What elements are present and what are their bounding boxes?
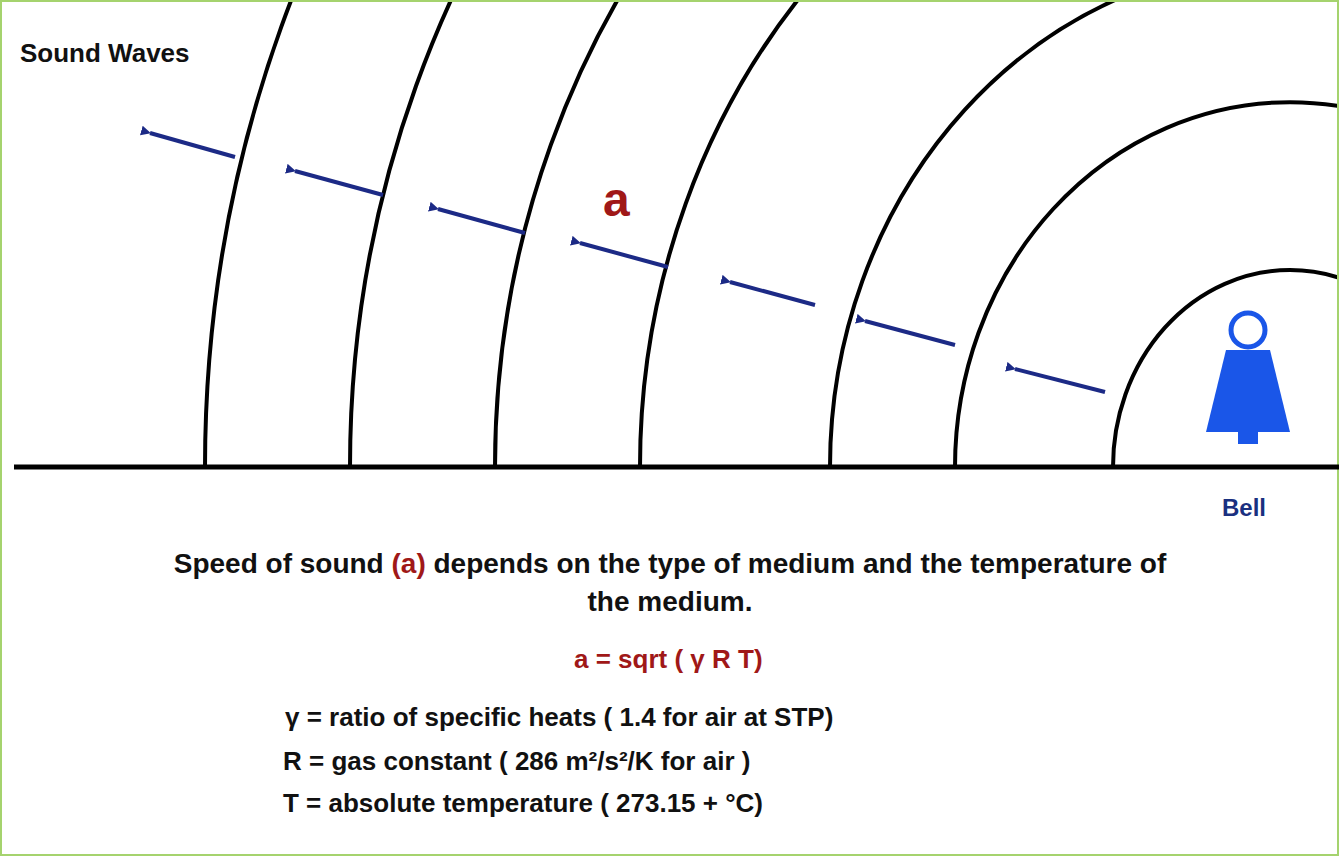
bell-clapper <box>1238 432 1258 444</box>
bell-label: Bell <box>1222 494 1266 522</box>
definition-line: R = gas constant ( 286 m²/s²/K for air ) <box>283 746 750 777</box>
arrow <box>295 171 383 195</box>
formula: a = sqrt ( γ R T) <box>574 644 763 675</box>
wave-arc <box>495 2 1337 467</box>
description-text: depends on the type of medium and the te… <box>434 548 1167 617</box>
definition-line: γ = ratio of specific heats ( 1.4 for ai… <box>285 702 833 733</box>
arrow <box>580 243 668 267</box>
bell-handle <box>1231 313 1265 347</box>
description-text: Speed of sound <box>174 548 384 579</box>
bell-body <box>1206 350 1290 432</box>
propagation-arrows <box>150 133 1105 392</box>
wave-arc <box>1113 270 1337 467</box>
bell-icon <box>1206 313 1290 444</box>
wave-arc <box>830 2 1337 467</box>
wave-arc <box>640 2 1337 467</box>
wave-arc <box>350 2 1337 467</box>
wave-fronts <box>205 2 1337 467</box>
arrow <box>865 321 955 345</box>
wave-arc <box>955 102 1337 467</box>
figure-heading: Sound Waves <box>20 38 190 69</box>
definition-line: T = absolute temperature ( 273.15 + °C) <box>283 788 763 819</box>
symbol-label: a <box>603 172 630 227</box>
ground-line <box>14 465 1339 470</box>
arrow <box>438 209 525 233</box>
arrow <box>1015 369 1105 392</box>
wave-arc <box>205 2 1337 467</box>
symbol-reference: (a) <box>392 548 426 579</box>
description-paragraph: Speed of sound (a) depends on the type o… <box>150 545 1190 621</box>
arrow <box>730 282 815 305</box>
arrow <box>150 133 235 157</box>
